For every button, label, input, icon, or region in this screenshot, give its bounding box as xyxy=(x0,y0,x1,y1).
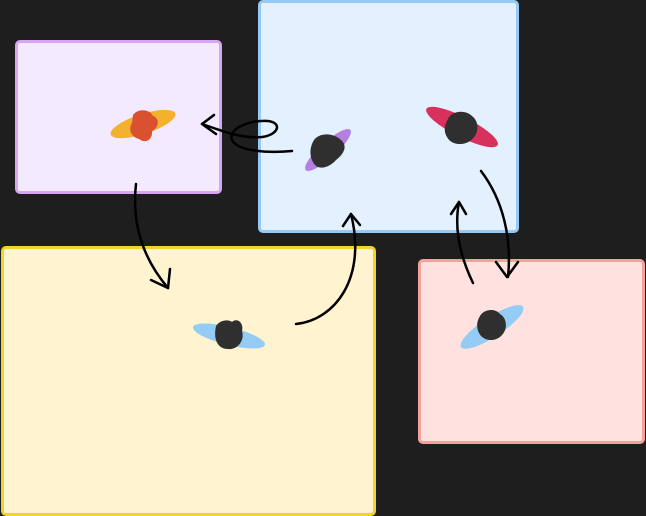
yellow-region-box xyxy=(1,246,376,516)
lightblue-marker-shape xyxy=(193,320,265,350)
crimson-marker-shape xyxy=(426,106,498,148)
purple-region-box xyxy=(15,40,222,194)
arrow-purple-to-yellow xyxy=(133,182,172,290)
purple-marker-shape xyxy=(305,129,351,171)
blue-region-box xyxy=(258,0,519,233)
orange-marker-shape xyxy=(110,109,176,142)
red-region-box xyxy=(418,259,645,444)
arrow-yellow-to-blue xyxy=(294,212,362,326)
arrow-blue-to-red xyxy=(479,169,520,279)
arrow-red-to-blue xyxy=(449,200,475,285)
skyblue-marker-shape xyxy=(460,305,524,349)
loop-arrow-blue-to-purple xyxy=(200,113,294,154)
